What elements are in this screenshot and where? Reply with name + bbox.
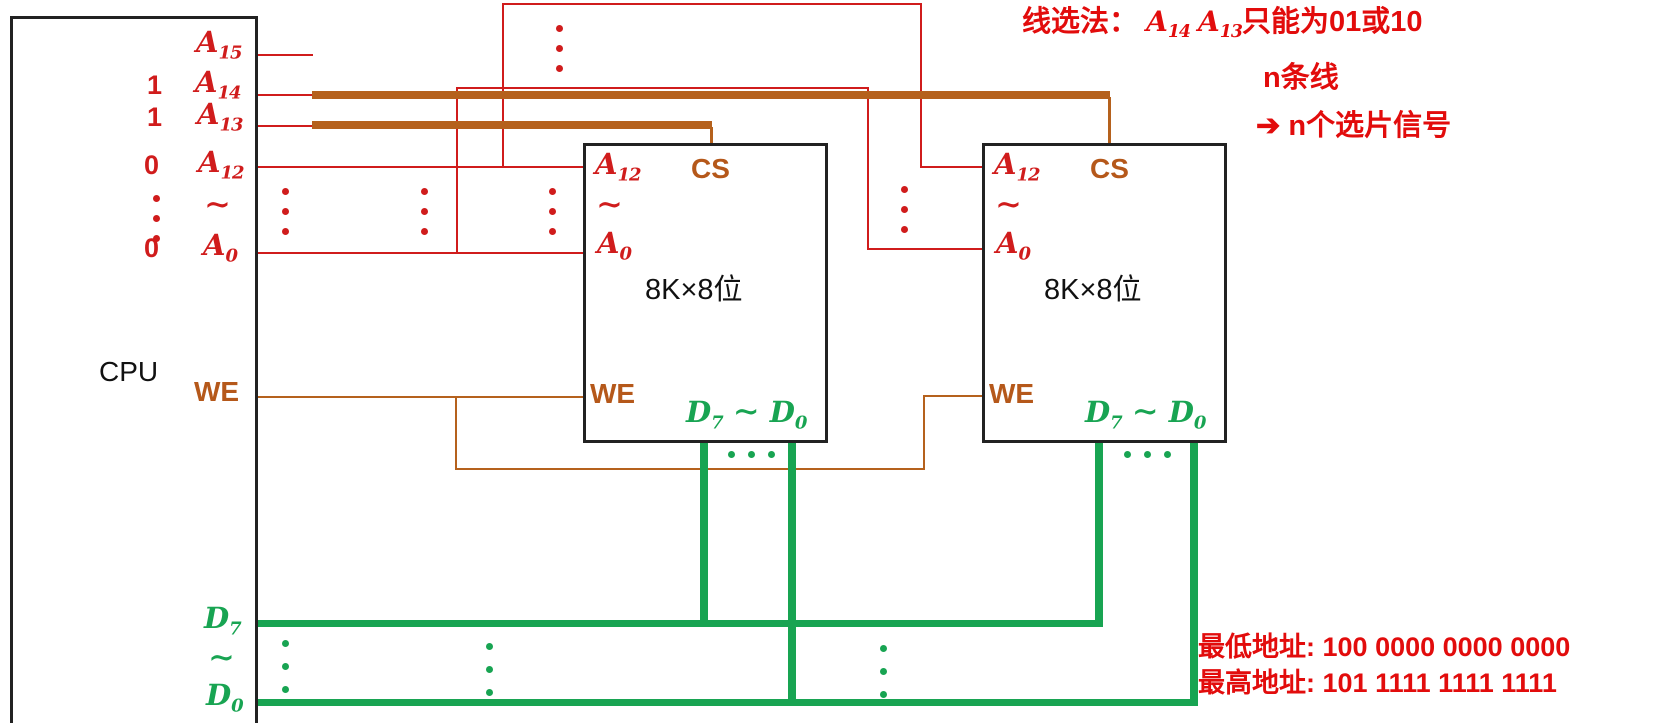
cpu-pin-a15: A15	[196, 25, 243, 64]
a0-chip2-horizontal	[456, 87, 869, 89]
a0-chip2-vertical	[867, 87, 869, 250]
a12-top-horizontal	[502, 3, 922, 5]
chip1-capacity: 8K×8位	[645, 274, 743, 306]
note-n-signals: ➔ n个选片信号	[1256, 112, 1451, 141]
we-branch-vertical	[455, 396, 457, 469]
a12-branch-vertical	[502, 4, 504, 168]
a0-branch-vertical	[456, 88, 458, 254]
chip2-address-tilde: ∼	[995, 185, 1022, 223]
a0-line-to-chip1	[258, 252, 583, 254]
note-n-signals-text: n个选片信号	[1288, 110, 1452, 142]
memory-chip2: A12 ∼ A0 CS 8K×8位 WE D7 ∼ D0	[982, 143, 1227, 443]
cpu-pin-a14: A14	[195, 65, 242, 104]
d7-data-bus	[258, 620, 1103, 627]
highest-address-note: 最高地址: 101 1111 1111 1111	[1198, 668, 1557, 698]
chip1-cs-pin: CS	[691, 153, 730, 184]
chip1-pin-a12: A12	[595, 147, 642, 186]
a14-stub-line	[258, 94, 314, 96]
cpu-address-tilde: ∼	[204, 185, 231, 223]
cpu-label: CPU	[99, 356, 159, 387]
we-under-chip1	[455, 468, 925, 470]
data-ellipsis-gap3	[880, 645, 887, 698]
chip1-we-pin: WE	[590, 378, 636, 409]
a0-chip2-entry	[867, 248, 982, 250]
a13-select-bus	[312, 121, 712, 129]
chip1-data-ellipsis	[728, 451, 775, 458]
chip2-pin-a12: A12	[994, 147, 1041, 186]
chip2-data-pins: D7 ∼ D0	[1085, 392, 1206, 434]
chip1-d0-drop	[788, 443, 796, 706]
data-ellipsis-gap2	[486, 643, 493, 696]
note-a13: A13	[1198, 5, 1243, 43]
we-line-to-chip1	[258, 396, 583, 398]
a12-line-to-chip1	[258, 166, 583, 168]
cpu-data-tilde: ∼	[208, 638, 235, 676]
memory-chip1: A12 ∼ A0 CS 8K×8位 WE D7 ∼ D0	[583, 143, 828, 443]
a15-stub-line	[258, 54, 313, 56]
a12-chip2-vertical	[920, 3, 922, 168]
a12-chip2-entry	[920, 166, 982, 168]
cpu-pin-a0: A0	[203, 228, 238, 267]
cpu-we-pin: WE	[194, 376, 240, 407]
cs2-drop-line	[1108, 97, 1111, 144]
bit-value-a13: 1	[147, 102, 163, 132]
chip2-pin-a0: A0	[996, 226, 1031, 265]
cpu-pin-a12: A12	[198, 145, 245, 184]
chip2-we-pin: WE	[989, 378, 1035, 409]
note-line-select-method: 线选法： A14 A13只能为01或10	[1022, 8, 1422, 41]
data-ellipsis-gap1	[282, 640, 289, 693]
a13-stub-line	[258, 125, 314, 127]
note-method-suffix: 只能为01或10	[1241, 6, 1423, 38]
we-chip2-entry	[923, 395, 982, 397]
chip1-address-tilde: ∼	[596, 185, 623, 223]
address-ellipsis-chip2	[901, 186, 908, 233]
chip2-capacity: 8K×8位	[1044, 274, 1142, 306]
note-method-prefix: 线选法：	[1022, 6, 1139, 38]
cpu-pin-d0: D0	[206, 678, 244, 717]
chip1-pin-a0: A0	[597, 226, 632, 265]
lowest-address-note: 最低地址: 100 0000 0000 0000	[1198, 632, 1571, 662]
cpu-box	[10, 16, 258, 723]
bit-values-ellipsis	[153, 195, 160, 242]
chip2-cs-pin: CS	[1090, 153, 1129, 184]
chip1-d7-drop	[700, 443, 708, 627]
chip2-d7-drop	[1095, 443, 1103, 627]
memory-chip1-box	[583, 143, 828, 443]
address-ellipsis-top	[556, 25, 563, 72]
address-ellipsis-gap1	[282, 188, 289, 235]
d0-data-bus	[258, 699, 1198, 706]
note-n-lines: n条线	[1263, 62, 1339, 94]
note-a14: A14	[1146, 5, 1191, 43]
arrow-icon: ➔	[1256, 110, 1281, 142]
bit-value-a12: 0	[144, 150, 160, 180]
address-ellipsis-gap2	[421, 188, 428, 235]
cpu-pin-a13: A13	[197, 97, 244, 136]
bit-value-a14: 1	[147, 70, 163, 100]
a14-select-bus	[312, 91, 1110, 99]
chip1-data-pins: D7 ∼ D0	[686, 392, 807, 434]
address-ellipsis-gap3	[549, 188, 556, 235]
cpu-pin-d7: D7	[204, 601, 242, 640]
chip2-d0-drop	[1190, 443, 1198, 706]
memory-chip2-box	[982, 143, 1227, 443]
we-chip2-vertical	[923, 395, 925, 470]
cs1-drop-line	[710, 127, 713, 144]
chip2-data-ellipsis	[1124, 451, 1171, 458]
